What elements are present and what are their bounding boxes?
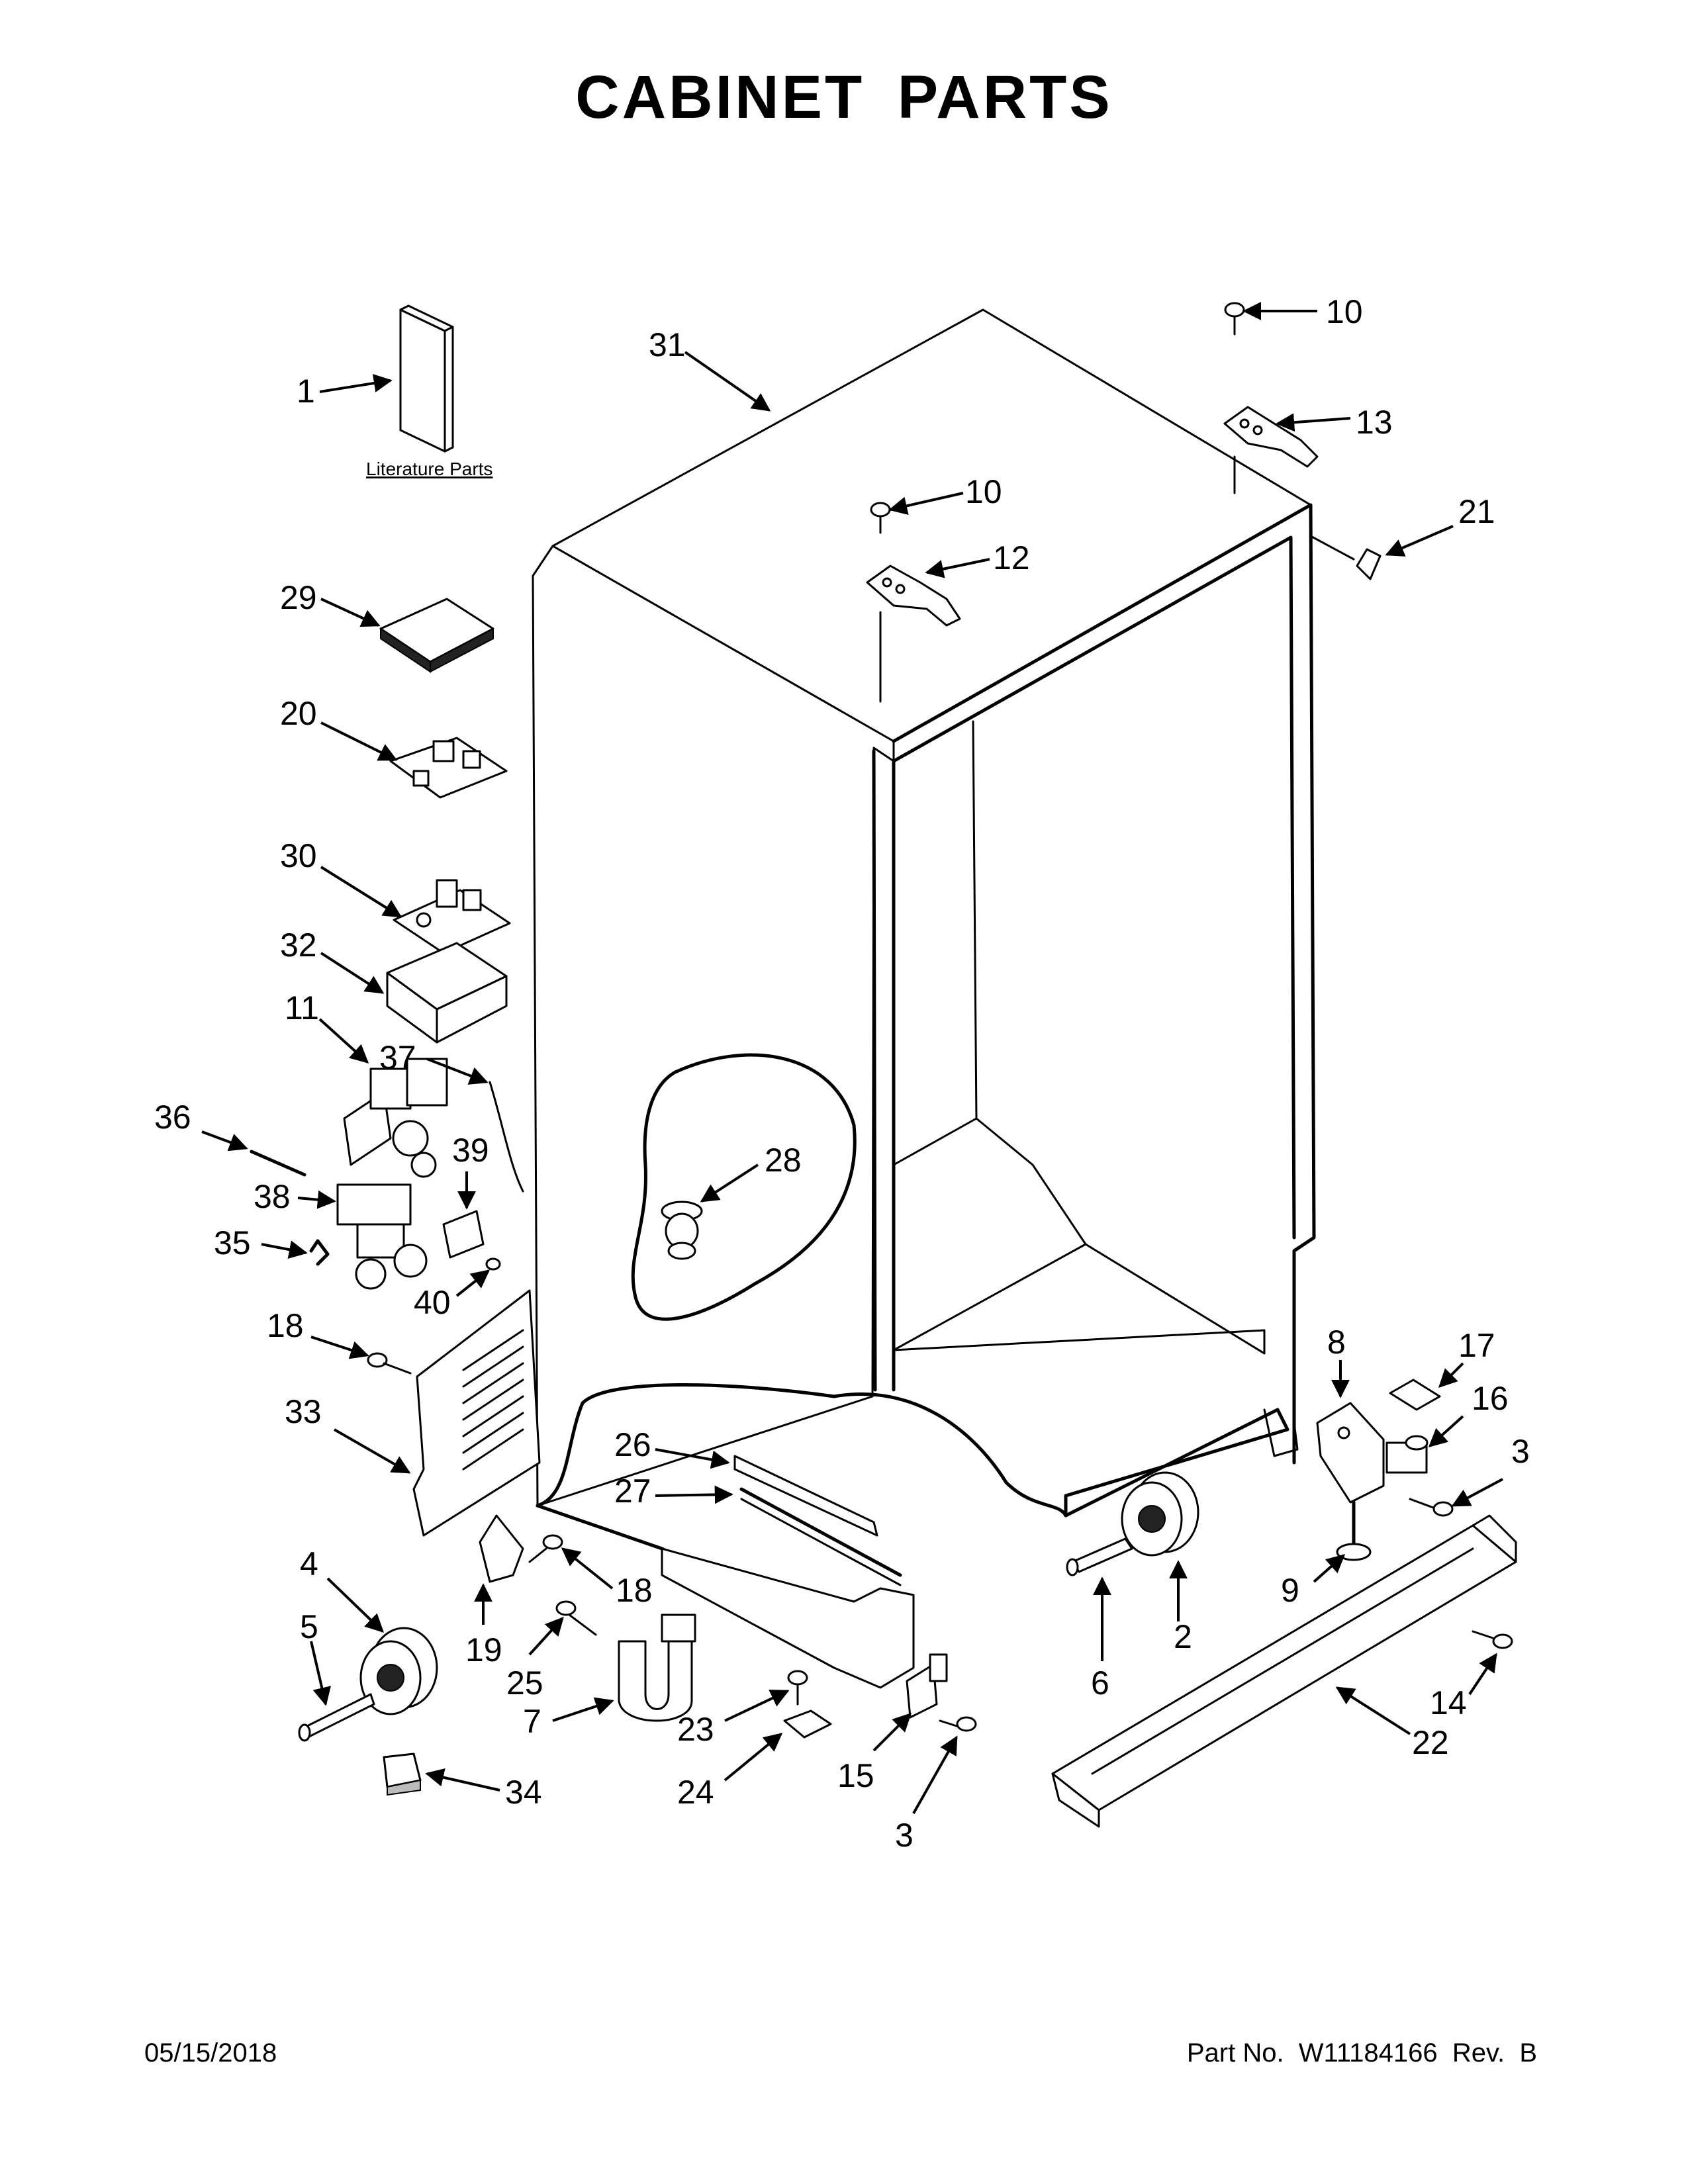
screw-part-18-upper xyxy=(367,1352,412,1375)
screw-part-25 xyxy=(555,1600,597,1636)
shim-part-17 xyxy=(1389,1379,1441,1411)
callout-9: 9 xyxy=(1281,1572,1299,1609)
callout-22: 22 xyxy=(1412,1724,1449,1761)
callout-10-left: 10 xyxy=(965,473,1002,510)
drain-grommet-28 xyxy=(661,1201,703,1260)
callout-31: 31 xyxy=(649,326,686,363)
callout-7: 7 xyxy=(523,1703,541,1740)
water-valve-part-11 xyxy=(343,1058,448,1178)
callout-labels: 1 2 3 3 4 5 6 7 8 9 10 10 11 12 13 14 15… xyxy=(154,293,1530,1854)
callout-37: 37 xyxy=(379,1039,416,1076)
screw-part-40 xyxy=(485,1257,501,1271)
callout-29: 29 xyxy=(280,579,317,616)
bracket-part-39 xyxy=(442,1210,485,1259)
callout-25: 25 xyxy=(506,1664,543,1702)
callout-27: 27 xyxy=(614,1473,651,1510)
cutaway-blob-28 xyxy=(631,1053,857,1321)
callout-3-upper: 3 xyxy=(1511,1433,1530,1470)
shim-part-21 xyxy=(1356,548,1382,580)
callout-23: 23 xyxy=(677,1711,714,1748)
callout-14: 14 xyxy=(1430,1684,1467,1721)
box-housing-part-32 xyxy=(386,942,508,1044)
screw-part-23 xyxy=(787,1670,808,1706)
callout-13: 13 xyxy=(1356,404,1393,441)
bracket-part-15 xyxy=(906,1653,948,1719)
footer-part-number: Part No. W11184166 Rev. B xyxy=(1186,2038,1537,2068)
callout-15: 15 xyxy=(837,1757,874,1794)
callout-4: 4 xyxy=(300,1545,318,1582)
callout-11: 11 xyxy=(285,989,319,1026)
literature-book-part-1 xyxy=(399,304,454,453)
wheel-part-2 xyxy=(1121,1471,1199,1557)
callout-18-lower: 18 xyxy=(616,1572,653,1609)
top-hinge-part-12 xyxy=(866,565,961,703)
cover-part-29 xyxy=(379,598,494,673)
water-valve-part-38 xyxy=(336,1183,428,1290)
axle-part-5 xyxy=(298,1693,375,1742)
screw-part-3-lower xyxy=(939,1716,977,1732)
callout-26: 26 xyxy=(614,1426,651,1463)
wire-part-37 xyxy=(489,1081,524,1193)
callout-32: 32 xyxy=(280,927,317,964)
callout-40: 40 xyxy=(414,1284,451,1321)
power-board-part-30 xyxy=(393,879,511,954)
hinge-pin-part-16 xyxy=(1385,1435,1429,1474)
cabinet-outline xyxy=(532,308,1316,1689)
callout-24: 24 xyxy=(677,1774,714,1811)
callout-38: 38 xyxy=(254,1178,291,1215)
bracket-part-19 xyxy=(479,1514,524,1583)
literature-parts-label: Literature Parts xyxy=(366,459,492,479)
callout-1: 1 xyxy=(297,373,315,410)
callout-34: 34 xyxy=(505,1774,542,1811)
callout-19: 19 xyxy=(465,1631,502,1668)
drain-hose-part-7 xyxy=(618,1614,696,1722)
callout-21: 21 xyxy=(1458,493,1495,530)
clip-part-34 xyxy=(383,1752,422,1796)
callout-5: 5 xyxy=(300,1608,318,1645)
tube-part-36 xyxy=(250,1150,306,1177)
screw-part-10-left xyxy=(870,502,891,534)
callout-18-upper: 18 xyxy=(267,1307,304,1344)
heater-tube-26 xyxy=(733,1455,878,1537)
leveler-part-9 xyxy=(1336,1500,1372,1561)
footer-date: 05/15/2018 xyxy=(144,2038,277,2068)
callout-17: 17 xyxy=(1458,1327,1495,1364)
callout-3-lower: 3 xyxy=(895,1817,914,1854)
callout-28: 28 xyxy=(765,1142,802,1179)
screw-part-14 xyxy=(1472,1630,1513,1649)
callout-2: 2 xyxy=(1174,1618,1192,1655)
screw-part-3-upper xyxy=(1409,1498,1454,1517)
leveler-part-24 xyxy=(783,1709,832,1739)
callout-35: 35 xyxy=(214,1224,251,1261)
callout-39: 39 xyxy=(452,1132,489,1169)
callout-8: 8 xyxy=(1327,1324,1346,1361)
top-hinge-part-13 xyxy=(1223,406,1319,494)
base-grille-part-22 xyxy=(1051,1514,1517,1828)
clip-part-35 xyxy=(309,1239,330,1266)
screw-part-10-right xyxy=(1224,302,1245,336)
control-board-part-20 xyxy=(389,737,508,799)
axle-part-6 xyxy=(1066,1537,1133,1576)
callout-16: 16 xyxy=(1472,1380,1509,1417)
callout-6: 6 xyxy=(1091,1664,1109,1702)
callout-36: 36 xyxy=(154,1099,191,1136)
callout-20: 20 xyxy=(280,695,317,732)
callout-33: 33 xyxy=(285,1393,322,1430)
wheel-part-4 xyxy=(359,1627,438,1715)
callout-30: 30 xyxy=(280,837,317,874)
callout-10-right: 10 xyxy=(1326,293,1363,330)
screw-part-18-lower xyxy=(528,1534,563,1563)
heater-rod-27 xyxy=(739,1487,902,1586)
cutaway-lower xyxy=(581,1383,1068,1518)
callout-12: 12 xyxy=(993,539,1030,576)
louvered-panel-part-33 xyxy=(412,1289,541,1537)
hinge-part-8 xyxy=(1316,1402,1385,1504)
page-title: CABINET PARTS xyxy=(575,64,1113,131)
